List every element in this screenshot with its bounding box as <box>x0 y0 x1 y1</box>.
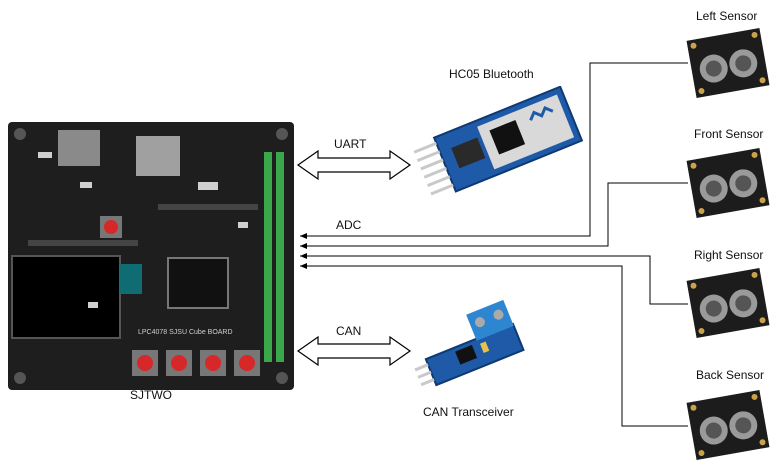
can-transceiver-label: CAN Transceiver <box>423 405 514 419</box>
right-sensor-module <box>686 268 770 338</box>
board-silkscreen-text: LPC4078 SJSU Cube BOARD <box>138 329 233 336</box>
hc05-label: HC05 Bluetooth <box>449 67 534 81</box>
right-sensor-label: Right Sensor <box>694 248 764 262</box>
front-sensor-wire <box>300 182 688 249</box>
uart-label: UART <box>334 137 367 151</box>
right-sensor-wire <box>300 253 688 305</box>
can-double-arrow <box>296 335 412 367</box>
uart-double-arrow <box>296 149 412 181</box>
left-sensor-label: Left Sensor <box>696 9 758 23</box>
back-sensor-module <box>686 390 770 460</box>
can-label: CAN <box>336 324 362 338</box>
can-transceiver-module <box>414 299 525 387</box>
back-sensor-label: Back Sensor <box>696 368 765 382</box>
left-sensor-module <box>686 28 770 98</box>
sjtwo-board: LPC4078 SJSU Cube BOARD <box>8 122 294 390</box>
back-sensor-wire <box>300 263 688 427</box>
front-sensor-module <box>686 148 770 218</box>
adc-label: ADC <box>336 218 362 232</box>
hc05-bluetooth-module <box>413 86 583 196</box>
sjtwo-label: SJTWO <box>130 388 172 402</box>
left-sensor-wire <box>300 62 688 239</box>
front-sensor-label: Front Sensor <box>694 127 764 141</box>
